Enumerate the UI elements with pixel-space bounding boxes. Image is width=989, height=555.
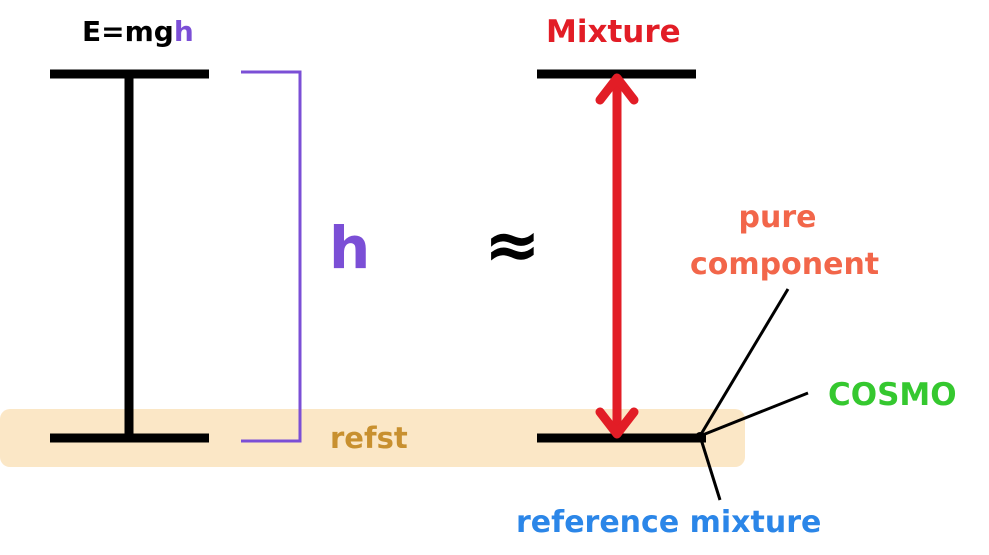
pure-component-pointer: [698, 288, 790, 437]
pointer-junction: [695, 432, 705, 442]
reference-band: [0, 409, 745, 467]
formula-h: h: [173, 15, 194, 48]
cosmo-label: COSMO: [828, 377, 957, 413]
reference-mixture-pointer: [698, 435, 722, 501]
pure-component-line2: component: [690, 247, 880, 282]
height-bracket: [241, 70, 302, 443]
energy-arrow-head-bottom: [595, 407, 639, 439]
approx-symbol: ≈: [484, 206, 541, 285]
formula-main: E=mg: [82, 15, 174, 48]
energy-arrow-head-top: [595, 73, 639, 105]
cosmo-pointer: [699, 391, 809, 438]
formula-label: E=mgh: [82, 18, 194, 46]
pure-component-label: pure component: [690, 200, 880, 282]
pure-component-line1: pure: [738, 200, 817, 235]
height-label: h: [329, 214, 371, 282]
refst-label: refst: [330, 421, 408, 455]
reference-mixture-label: reference mixture: [516, 505, 822, 540]
mixture-label: Mixture: [546, 14, 681, 50]
